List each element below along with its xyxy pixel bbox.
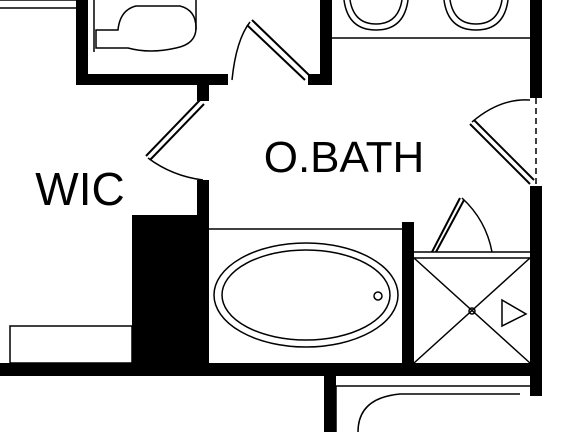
wall-tub-shower [402, 222, 414, 366]
wall-toilet-room-left [76, 0, 88, 84]
partition-top-left [0, 0, 76, 9]
wall-door-jamb-right [308, 74, 332, 85]
room-label-wic: WIC [35, 163, 124, 215]
tub-drain [373, 291, 383, 301]
shower-drain [468, 307, 476, 315]
thin-walls [0, 0, 542, 432]
wall-toilet-room-bottom [76, 74, 228, 85]
shower-head [501, 298, 528, 328]
wall-right-lower [530, 186, 542, 396]
wic-door-leaf [145, 99, 205, 161]
wic-solid-block [132, 215, 198, 366]
lower-fixture-outline [335, 385, 542, 432]
room-label-obath: O.BATH [264, 133, 425, 182]
toilet-tank [93, 0, 197, 52]
shower-door-leaf [431, 197, 465, 253]
toilet [93, 0, 197, 52]
toilet-room-door-leaf [246, 19, 311, 81]
right-door-swing [471, 99, 531, 123]
wall-lower-stub [324, 376, 336, 432]
partition-wic-bottom [9, 325, 133, 364]
doors [145, 19, 535, 253]
toilet-bowl [95, 5, 197, 52]
shower-door-swing [461, 197, 493, 253]
shower-diagonal-2 [413, 257, 531, 364]
right-door-leaf [469, 119, 535, 185]
wall-door-jamb-left [197, 84, 209, 101]
sinks [343, 0, 509, 31]
wic-door-swing [147, 157, 204, 181]
shower [413, 251, 531, 364]
sink-right-inner [449, 0, 503, 25]
walls [0, 0, 542, 432]
bathtub [213, 242, 399, 348]
wall-right-upper [530, 0, 542, 98]
wall-wic-bath [197, 180, 209, 366]
wall-toilet-room-right [320, 0, 332, 84]
tub-outer [213, 242, 399, 348]
sink-right [443, 0, 509, 31]
sink-left-inner [349, 0, 403, 25]
tub-inner [221, 249, 391, 341]
wall-bottom [0, 363, 542, 376]
shower-threshold [414, 251, 530, 259]
sink-left [343, 0, 409, 31]
toilet-room-door-swing [231, 21, 251, 81]
